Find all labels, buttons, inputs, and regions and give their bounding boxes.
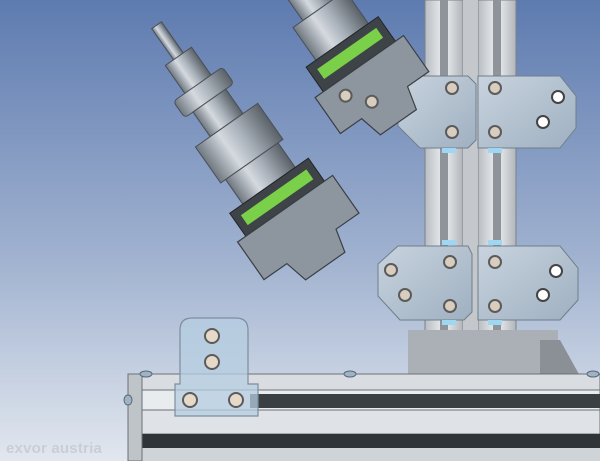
upper-clamp-plates xyxy=(397,75,577,149)
lower-clamp-plates xyxy=(377,245,579,321)
vertical-profiles xyxy=(424,0,517,381)
rail-bolts xyxy=(123,370,600,406)
right-spindle-tool xyxy=(282,0,430,136)
angle-bracket xyxy=(174,317,259,417)
profile-accent-tabs xyxy=(442,148,502,325)
watermark: exvor austria xyxy=(6,440,102,457)
profile-base xyxy=(380,330,580,376)
horizontal-rail xyxy=(127,373,600,461)
left-spindle-tool xyxy=(150,21,360,281)
